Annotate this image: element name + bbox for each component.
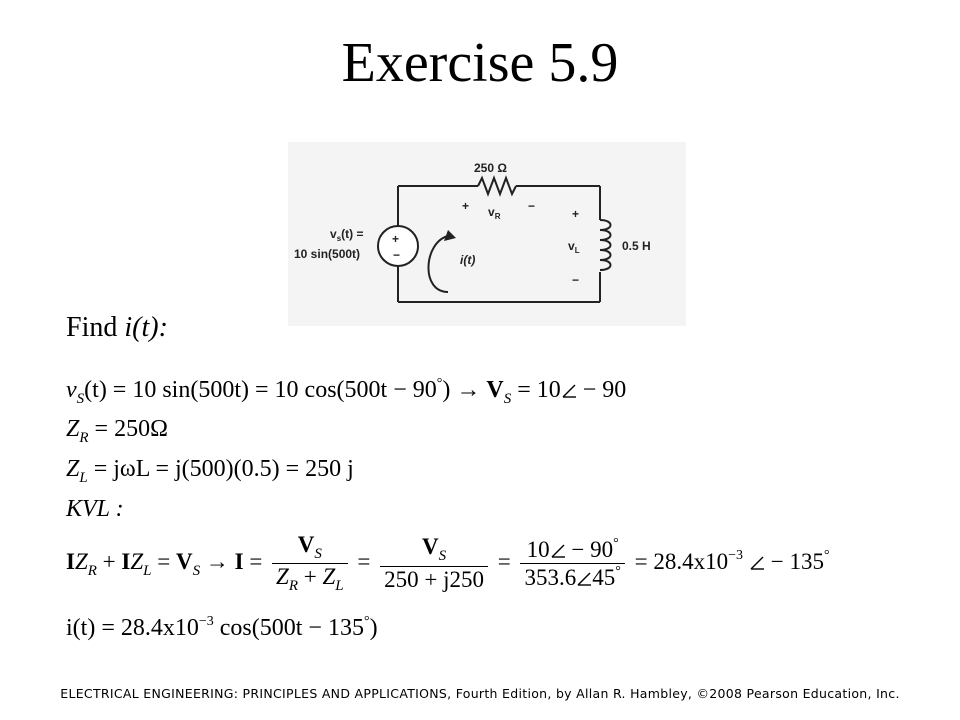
eq1-v-sub: S <box>76 391 85 407</box>
eq5-eq3: = <box>351 549 377 575</box>
find-variable: i(t): <box>124 312 168 343</box>
f3-den: 353.6 <box>524 565 577 591</box>
eq5-result: = 28.4x10 <box>628 549 729 575</box>
equation-zl: ZL = jωL = j(500)(0.5) = 250 j <box>66 456 354 487</box>
slide-title: Exercise 5.9 <box>341 32 619 94</box>
eq6-deg: ° <box>363 614 370 629</box>
source-value-label: 10 sin(500t) <box>294 247 360 261</box>
eq5-Z1: Z <box>74 549 88 575</box>
eq6-exp: −3 <box>198 614 214 629</box>
vl-minus: − <box>572 273 579 287</box>
eq5-I2: I <box>121 549 131 575</box>
eq5-eq4: = <box>492 549 517 575</box>
eq5-eq: = <box>151 549 176 575</box>
f2-num: V <box>422 534 439 560</box>
fraction-3-denominator: 353.6 45° <box>520 564 624 591</box>
eq5-Z2: Z <box>130 549 144 575</box>
f3-num: 10 <box>526 536 550 562</box>
eq5-eq2: = <box>243 549 269 575</box>
fraction-1-denominator: ZR + ZL <box>272 564 348 595</box>
f3-num-ang: − 90 <box>565 536 614 562</box>
circuit-svg: + − 250 Ω + − vR vs(t) = 10 sin(500t) i(… <box>294 161 651 303</box>
f1-den-b-sub: L <box>335 578 344 595</box>
f1-num: V <box>297 532 315 557</box>
fraction-1: VS ZR + ZL <box>272 532 348 596</box>
f2-num-sub: S <box>438 548 447 565</box>
eq6-rest: cos(500t − 135 <box>213 615 364 641</box>
eq3-sub: L <box>79 470 88 486</box>
fraction-2: VS 250 + j250 <box>380 534 488 593</box>
f3-den-deg: ° <box>615 564 621 580</box>
eq5-deg: ° <box>823 548 830 564</box>
eq5-plus: + <box>96 549 122 575</box>
fraction-2-denominator: 250 + j250 <box>384 566 484 592</box>
eq1-part1: (t) = 10 sin(500t) = 10 cos(500t − 90 <box>84 377 437 403</box>
angle-symbol <box>577 572 592 586</box>
resistor-label: 250 Ω <box>474 161 507 175</box>
eq1-v: v <box>66 377 77 403</box>
eq3-Z: Z <box>66 456 80 482</box>
eq5-exp: −3 <box>728 548 743 564</box>
eq5-Z2-sub: L <box>143 563 152 580</box>
equation-kvl: KVL : <box>66 496 124 523</box>
angle-symbol <box>750 556 764 570</box>
fraction-2-numerator: VS <box>380 534 488 567</box>
eq1-deg: ° <box>436 376 443 391</box>
f1-den-b: Z <box>322 564 336 590</box>
vr-plus: + <box>462 199 469 213</box>
f1-num-sub: S <box>314 546 322 562</box>
eq2-rest: = 250Ω <box>88 416 168 442</box>
copyright-footer: ELECTRICAL ENGINEERING: PRINCIPLES AND A… <box>60 686 900 701</box>
eq5-I3: I <box>234 549 244 575</box>
eq3-rest: = jωL = j(500)(0.5) = 250 j <box>87 456 354 482</box>
fraction-3-numerator: 10 − 90° <box>520 535 625 565</box>
f3-num-deg: ° <box>613 535 619 551</box>
vl-label: vL <box>568 239 580 255</box>
source-minus: − <box>393 248 400 262</box>
resistor-symbol <box>477 175 517 197</box>
f1-den-plus: + <box>298 564 323 590</box>
equation-time-domain-current: i(t) = 28.4x10−3 cos(500t − 135°) <box>66 614 378 642</box>
eq5-ang: − 135 <box>764 549 824 575</box>
eq2-sub: R <box>79 430 89 446</box>
f1-den-a: Z <box>276 564 289 590</box>
vl-plus: + <box>572 207 579 221</box>
find-prefix: Find <box>66 312 125 343</box>
equation-current-phasor: IZR + IZL = VS → I = VS ZR + ZL = VS 250… <box>66 532 830 596</box>
find-prompt: Find i(t): <box>66 312 168 344</box>
eq4-text: KVL : <box>66 496 124 522</box>
f3-den-ang: 45 <box>592 565 616 591</box>
eq1-part3: = 10 <box>511 377 561 403</box>
vr-minus: − <box>528 199 535 213</box>
inductor-label: 0.5 H <box>622 239 651 253</box>
fraction-1-numerator: VS <box>272 532 348 565</box>
eq5-arrow: → <box>200 549 235 575</box>
equation-source-phasor: vS(t) = 10 sin(500t) = 10 cos(500t − 90°… <box>66 376 626 408</box>
eq1-part2: ) → <box>442 377 487 403</box>
f1-den-a-sub: R <box>288 578 299 595</box>
source-plus: + <box>392 232 399 246</box>
current-label: i(t) <box>460 253 475 267</box>
circuit-diagram: + − 250 Ω + − vR vs(t) = 10 sin(500t) i(… <box>288 142 686 326</box>
eq2-Z: Z <box>66 416 80 442</box>
eq6-lhs: i(t) = 28.4x10 <box>66 615 199 641</box>
source-label: vs(t) = <box>330 227 363 243</box>
eq1-part4: − 90 <box>576 377 627 403</box>
eq1-V-sub: S <box>503 391 512 407</box>
eq6-close: ) <box>369 615 378 641</box>
eq1-V: V <box>486 377 504 403</box>
current-arrow <box>427 235 449 293</box>
eq5-V-sub: S <box>192 563 201 580</box>
eq5-Z1-sub: R <box>87 563 97 580</box>
equation-zr: ZR = 250Ω <box>66 416 168 447</box>
eq5-I1: I <box>66 549 75 575</box>
angle-symbol <box>562 384 576 398</box>
current-arrowhead <box>444 230 456 241</box>
inductor-symbol <box>599 219 612 271</box>
angle-symbol <box>551 544 565 558</box>
voltage-source-symbol <box>377 225 419 267</box>
eq5-V: V <box>175 549 193 575</box>
vr-label: vR <box>488 205 501 221</box>
